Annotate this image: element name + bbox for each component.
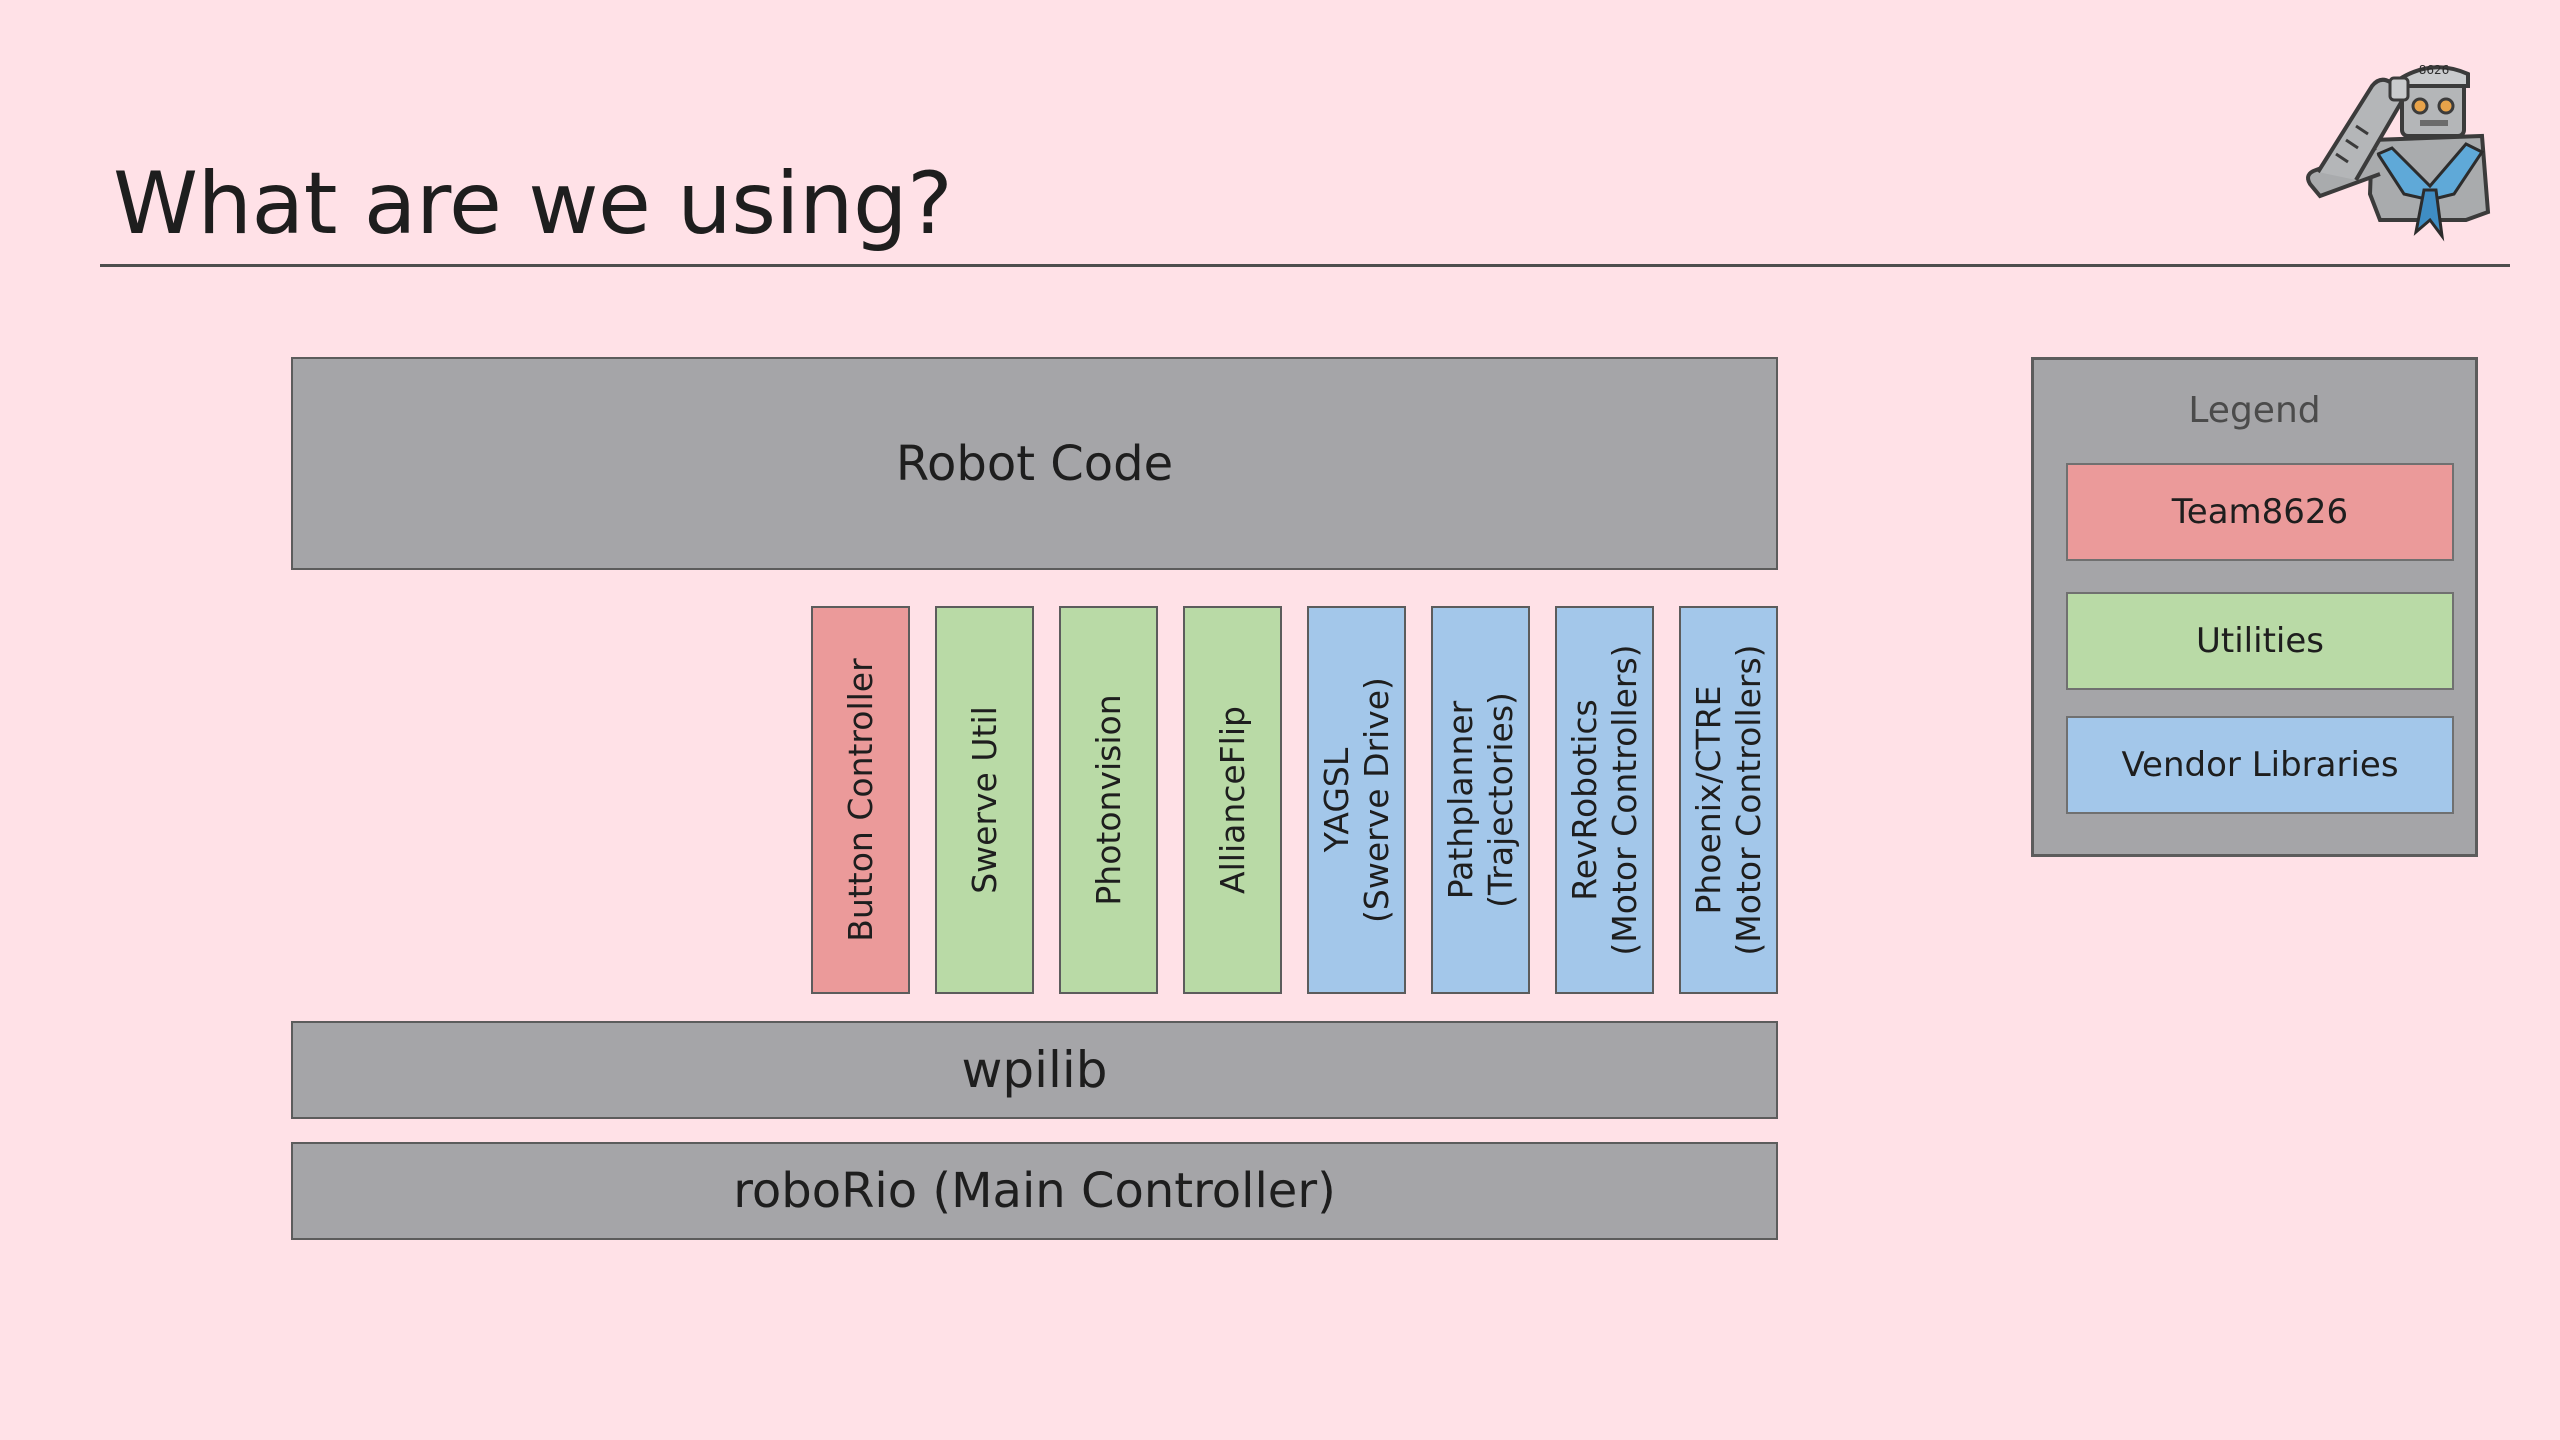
- legend-item-vendor: Vendor Libraries: [2066, 716, 2454, 814]
- library-revrobotics: RevRobotics (Motor Controllers): [1555, 606, 1654, 994]
- legend-item-utilities: Utilities: [2066, 592, 2454, 690]
- legend-item-label: Team8626: [2171, 492, 2349, 532]
- legend-item-label: Vendor Libraries: [2121, 745, 2399, 785]
- library-button-controller: Button Controller: [811, 606, 910, 994]
- slide-title: What are we using?: [113, 154, 953, 254]
- library-swerve-util: Swerve Util: [935, 606, 1034, 994]
- wpilib-label: wpilib: [961, 1041, 1108, 1099]
- library-label: Photonvision: [1088, 694, 1128, 906]
- library-allianceflip: AllianceFlip: [1183, 606, 1282, 994]
- library-stack: Button Controller Swerve Util Photonvisi…: [811, 606, 1778, 994]
- title-divider: [100, 264, 2510, 267]
- legend-title: Legend: [2188, 390, 2321, 431]
- robot-code-label: Robot Code: [895, 435, 1174, 492]
- library-label: RevRobotics (Motor Controllers): [1564, 644, 1644, 956]
- library-pathplanner: Pathplanner (Trajectories): [1431, 606, 1530, 994]
- roborio-label: roboRio (Main Controller): [733, 1163, 1336, 1219]
- library-yagsl: YAGSL (Swerve Drive): [1307, 606, 1406, 994]
- legend-item-label: Utilities: [2196, 621, 2324, 661]
- robot-mascot-icon: 8626: [2306, 63, 2491, 242]
- legend: Legend Team8626 Utilities Vendor Librari…: [2031, 357, 2478, 857]
- roborio-layer: roboRio (Main Controller): [291, 1142, 1778, 1240]
- library-phoenix-ctre: Phoenix/CTRE (Motor Controllers): [1679, 606, 1778, 994]
- mascot-badge-text: 8626: [2419, 63, 2450, 77]
- library-label: Pathplanner (Trajectories): [1440, 692, 1520, 908]
- library-label: Button Controller: [840, 658, 880, 942]
- library-photonvision: Photonvision: [1059, 606, 1158, 994]
- library-label: Swerve Util: [964, 706, 1004, 894]
- library-label: YAGSL (Swerve Drive): [1316, 677, 1396, 923]
- library-label: Phoenix/CTRE (Motor Controllers): [1688, 644, 1768, 956]
- robot-code-layer: Robot Code: [291, 357, 1778, 570]
- library-label: AllianceFlip: [1212, 706, 1252, 894]
- wpilib-layer: wpilib: [291, 1021, 1778, 1119]
- legend-item-team: Team8626: [2066, 463, 2454, 561]
